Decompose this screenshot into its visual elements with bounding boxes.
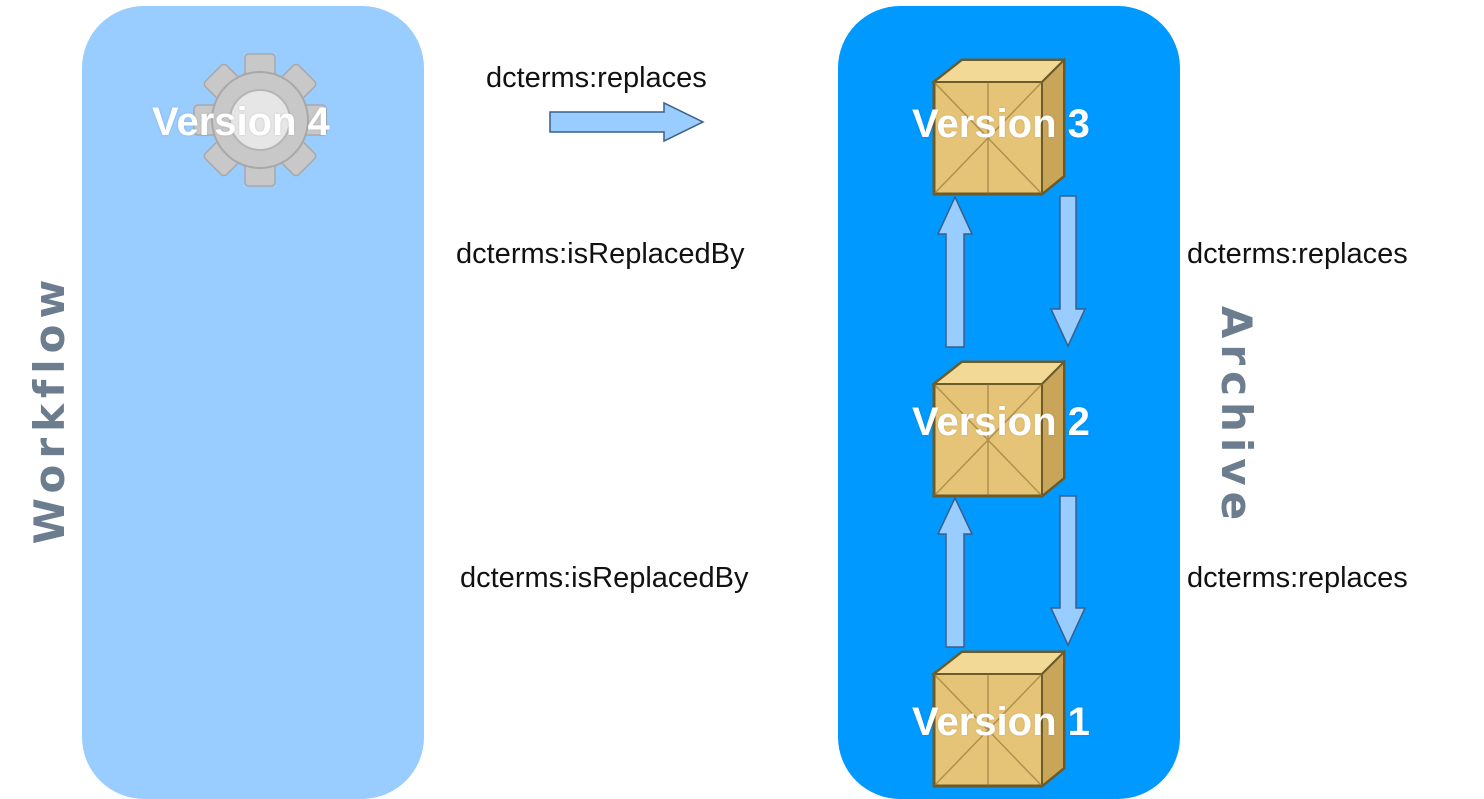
- version-1-label: Version 1: [912, 700, 1090, 744]
- gear-icon: [193, 53, 327, 187]
- relation-label-replaces-bottom: dcterms:replaces: [1187, 562, 1408, 594]
- box-icon: [931, 57, 1067, 197]
- box-icon: [931, 649, 1067, 789]
- version-4-label: Version 4: [152, 100, 330, 144]
- arrow-down: [1049, 495, 1087, 647]
- arrow-up: [936, 496, 974, 648]
- arrow-right: [549, 101, 705, 143]
- relation-label-replaces-top: dcterms:replaces: [1187, 238, 1408, 270]
- relation-label-replaces-horizontal: dcterms:replaces: [486, 62, 707, 94]
- box-icon: [931, 359, 1067, 499]
- relation-label-isreplacedby-top: dcterms:isReplacedBy: [456, 238, 745, 270]
- version-2-label: Version 2: [912, 400, 1090, 444]
- arrow-up: [936, 195, 974, 348]
- relation-label-isreplacedby-bottom: dcterms:isReplacedBy: [460, 562, 749, 594]
- arrow-down: [1049, 195, 1087, 348]
- version-3-label: Version 3: [912, 102, 1090, 146]
